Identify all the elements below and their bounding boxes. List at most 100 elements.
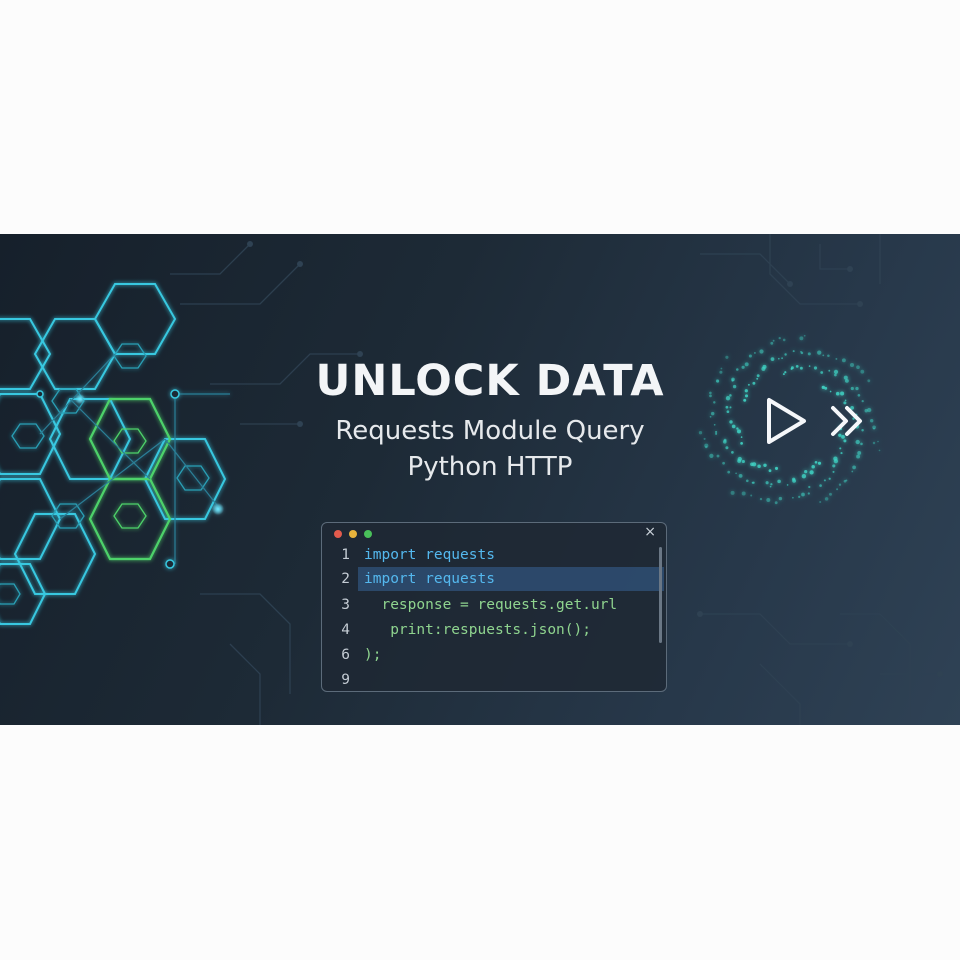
swirl-particle — [850, 386, 854, 391]
swirl-particle — [795, 365, 799, 368]
swirl-particle — [769, 485, 772, 488]
swirl-particle — [829, 492, 832, 496]
swirl-particle — [698, 431, 703, 435]
swirl-particle — [840, 391, 845, 396]
swirl-particle — [709, 391, 712, 395]
swirl-particle — [824, 497, 829, 501]
swirl-particle — [737, 456, 742, 462]
particle-swirl — [698, 334, 881, 505]
swirl-particle — [820, 371, 824, 374]
swirl-particle — [759, 349, 764, 354]
swirl-particle — [798, 495, 801, 499]
swirl-particle — [737, 429, 741, 434]
swirl-particle — [774, 501, 778, 505]
code-text: response = requests.get.url — [364, 597, 618, 613]
swirl-particle — [823, 479, 826, 482]
code-text: ); — [364, 647, 382, 663]
line-number: 1 — [341, 547, 350, 563]
code-text: print:respuests.json(); — [364, 622, 591, 638]
swirl-particle — [838, 483, 842, 486]
window-titlebar: × — [322, 523, 666, 545]
swirl-particle — [838, 433, 842, 437]
swirl-particle — [833, 458, 839, 464]
swirl-particle — [878, 449, 881, 452]
close-icon[interactable]: × — [644, 524, 656, 540]
swirl-particle — [813, 366, 818, 370]
swirl-particle — [756, 374, 760, 378]
swirl-particle — [856, 454, 861, 459]
swirl-particle — [753, 351, 756, 354]
swirl-particle — [861, 428, 864, 432]
swirl-particle — [725, 355, 729, 359]
swirl-particle — [709, 415, 712, 418]
swirl-particle — [828, 369, 831, 372]
swirl-particle — [735, 472, 737, 475]
swirl-particle — [725, 446, 729, 450]
swirl-particle — [809, 470, 814, 475]
swirl-particle — [723, 438, 727, 442]
swirl-particle — [729, 394, 732, 397]
swirl-particle — [828, 477, 831, 480]
swirl-particle — [867, 407, 872, 413]
swirl-particle — [747, 383, 750, 386]
code-line: 4 print:respuests.json(); — [322, 618, 660, 642]
swirl-particle — [778, 336, 781, 340]
swirl-particle — [799, 366, 803, 370]
swirl-particle — [801, 474, 807, 479]
swirl-particle — [835, 391, 840, 396]
swirl-particle — [715, 430, 718, 434]
maximize-dot-icon[interactable] — [364, 530, 372, 538]
swirl-particle — [713, 423, 716, 426]
swirl-particle — [770, 483, 773, 486]
hexagon-network — [0, 283, 230, 625]
swirl-particle — [727, 470, 731, 474]
code-text: import requests — [364, 571, 495, 587]
swirl-particle — [778, 496, 783, 501]
swirl-particle — [824, 386, 828, 390]
swirl-particle — [781, 357, 783, 360]
swirl-particle — [814, 461, 818, 464]
swirl-particle — [784, 353, 787, 356]
swirl-particle — [792, 496, 794, 499]
swirl-particle — [750, 462, 754, 467]
code-line: 1 import requests — [322, 543, 660, 567]
line-number: 4 — [341, 622, 350, 638]
swirl-particle — [821, 385, 825, 390]
swirl-particle — [855, 386, 859, 391]
swirl-particle — [709, 394, 712, 398]
swirl-particle — [790, 366, 794, 370]
swirl-particle — [807, 492, 810, 495]
swirl-particle — [731, 377, 735, 382]
swirl-particle — [819, 500, 822, 504]
swirl-particle — [849, 362, 855, 368]
minimize-dot-icon[interactable] — [349, 530, 357, 538]
swirl-particle — [782, 338, 786, 342]
swirl-particle — [852, 417, 855, 420]
swirl-particle — [761, 366, 766, 371]
swirl-particle — [844, 378, 849, 383]
swirl-particle — [817, 461, 822, 465]
swirl-particle — [763, 463, 767, 468]
swirl-particle — [829, 390, 832, 393]
swirl-particle — [757, 464, 761, 468]
swirl-particle — [740, 442, 743, 445]
swirl-particle — [833, 369, 839, 374]
code-text: import requests — [364, 547, 495, 563]
scrollbar[interactable] — [659, 547, 662, 643]
close-dot-icon[interactable] — [334, 530, 342, 538]
swirl-particle — [736, 368, 739, 371]
swirl-particle — [752, 481, 755, 484]
swirl-particle — [843, 439, 847, 443]
swirl-particle — [817, 350, 822, 355]
swirl-particle — [744, 362, 749, 367]
swirl-particle — [741, 491, 746, 496]
swirl-particle — [877, 440, 879, 443]
line-number: 6 — [341, 647, 350, 663]
swirl-particle — [709, 453, 714, 458]
code-line: 6 ); — [322, 643, 660, 667]
swirl-particle — [856, 365, 860, 370]
code-line-highlighted: 2 import requests — [341, 567, 664, 591]
swirl-particle — [759, 497, 763, 501]
swirl-particle — [827, 354, 830, 358]
